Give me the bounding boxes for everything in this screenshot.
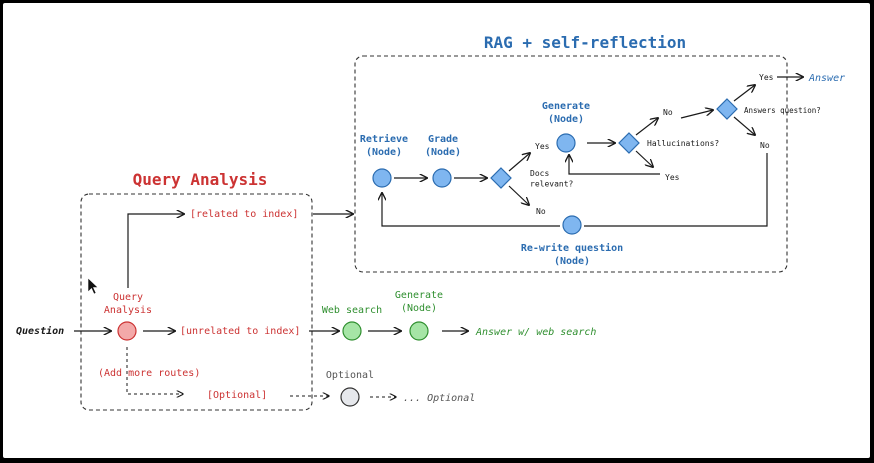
docs-yes-label: Yes — [535, 142, 550, 151]
hallucinations-label: Hallucinations? — [647, 139, 719, 148]
answer-web-search-label: Answer w/ web search — [475, 327, 596, 338]
hallucinations-yes-label: Yes — [665, 173, 680, 182]
diagram-panel: RAG + self-reflection Retrieve(Node) Gra… — [3, 3, 870, 458]
docs-no-label: No — [536, 207, 546, 216]
docs-no-edge — [508, 185, 529, 205]
query-analysis-node[interactable] — [117, 321, 137, 341]
mouse-cursor-icon — [87, 277, 99, 295]
rag-title: RAG + self-reflection — [484, 33, 686, 52]
hallucinations-loop-edge — [569, 155, 660, 175]
hallucinations-yes-edge — [635, 150, 653, 167]
optional-end-label: ... Optional — [403, 393, 475, 404]
hallucinations-decision[interactable] — [618, 132, 640, 154]
generate-node[interactable] — [556, 133, 576, 153]
optional-node[interactable] — [340, 387, 360, 407]
grade-node[interactable] — [432, 168, 452, 188]
optional-node-label: Optional — [326, 370, 374, 381]
answers-yes-label: Yes — [759, 73, 774, 82]
grade-label: Grade(Node) — [425, 134, 461, 158]
answers-yes-edge — [733, 85, 755, 102]
answers-question-label: Answers question? — [744, 106, 821, 115]
query-analysis-box — [80, 193, 313, 411]
rewrite-to-retrieve-edge — [382, 193, 560, 227]
rewrite-node[interactable] — [562, 215, 582, 235]
unrelated-label: [unrelated to index] — [180, 326, 300, 337]
question-label: Question — [16, 325, 64, 337]
rewrite-label: Re-write question(Node) — [521, 242, 623, 267]
related-edge — [127, 214, 184, 288]
answers-no-label: No — [760, 141, 770, 150]
web-search-label: Web search — [322, 305, 382, 316]
web-search-node[interactable] — [342, 321, 362, 341]
rag-box — [354, 55, 788, 273]
answer-label: Answer — [808, 73, 845, 84]
diagram-svg: RAG + self-reflection Retrieve(Node) Gra… — [16, 33, 845, 411]
docs-yes-edge — [508, 153, 530, 172]
answers-question-decision[interactable] — [716, 98, 738, 120]
query-analysis-title: Query Analysis — [133, 170, 268, 189]
generate-label: Generate(Node) — [542, 101, 590, 125]
optional-route-label: [Optional] — [207, 390, 267, 401]
add-more-routes-label: (Add more routes) — [98, 368, 200, 379]
hallucinations-no-label: No — [663, 108, 673, 117]
retrieve-label: Retrieve(Node) — [360, 133, 408, 158]
hallucinations-no-edge — [635, 118, 658, 136]
no-to-rewrite-edge — [584, 153, 768, 227]
web-generate-label: Generate(Node) — [395, 290, 443, 314]
optional-route-edge — [126, 347, 183, 394]
retrieve-node[interactable] — [372, 168, 392, 188]
to-answers-question-edge — [680, 110, 713, 119]
docs-relevant-decision[interactable] — [490, 167, 512, 189]
related-label: [related to index] — [190, 209, 298, 220]
answers-no-edge — [733, 116, 755, 135]
web-generate-node[interactable] — [409, 321, 429, 341]
